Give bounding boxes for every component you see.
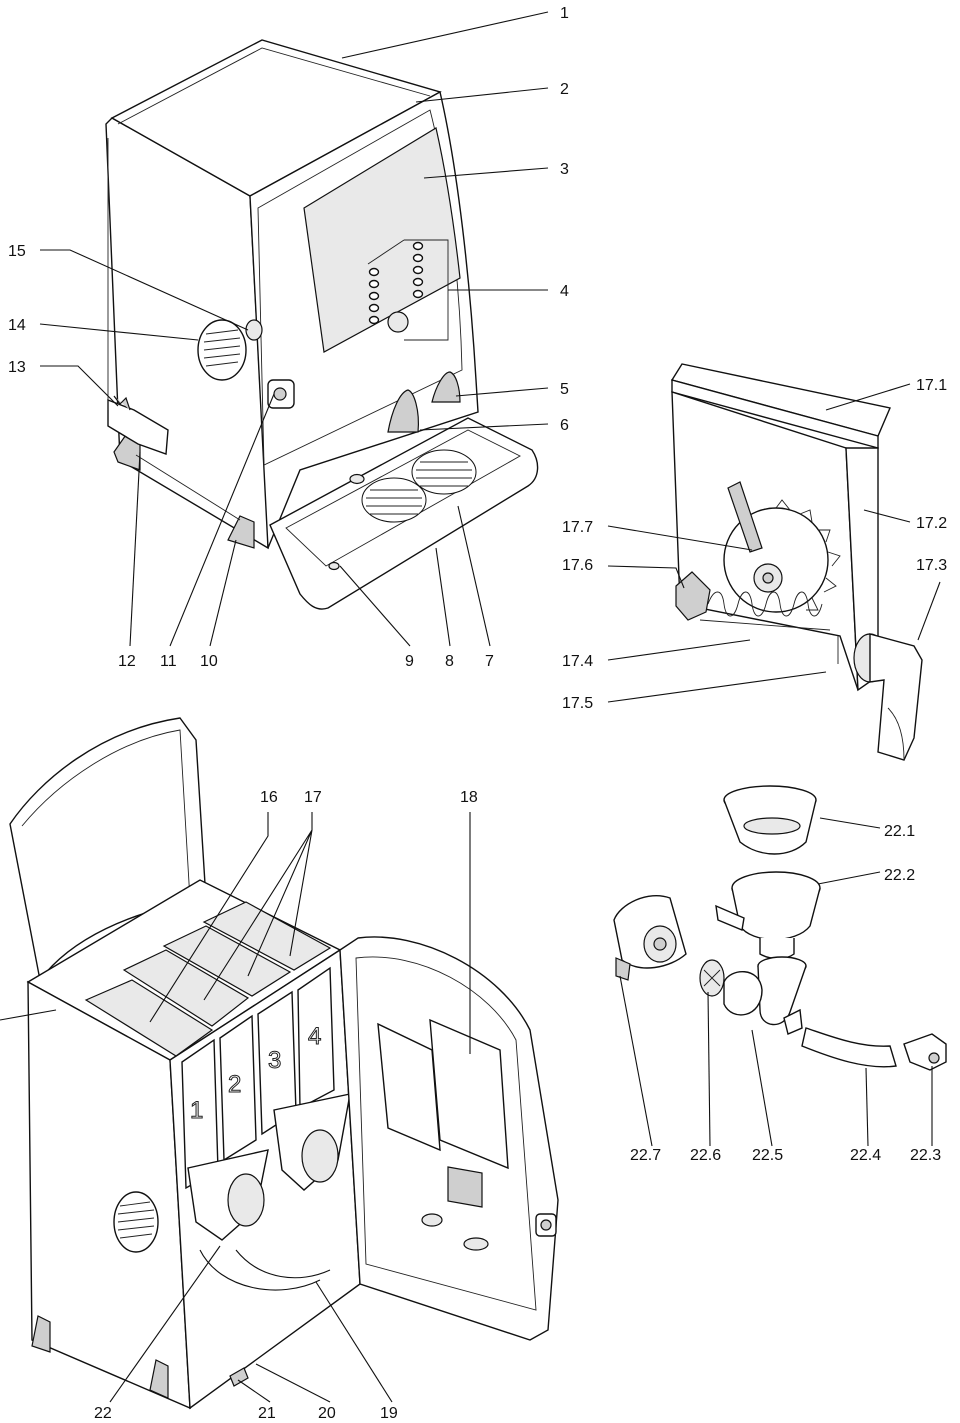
callout-3: 3 [560, 161, 569, 178]
callout-leaders [0, 11, 941, 1403]
callout-22-4: 22.4 [850, 1147, 881, 1164]
machine-closed-view [105, 39, 539, 610]
callout-17-6: 17.6 [562, 557, 593, 574]
callout-16: 16 [260, 789, 278, 806]
canister-number-1: 1 [190, 1097, 203, 1124]
callout-17-7: 17.7 [562, 519, 593, 536]
drive-coupling [675, 571, 711, 621]
motor-flange [613, 895, 687, 981]
callout-14: 14 [8, 317, 26, 334]
callout-13: 13 [8, 359, 26, 376]
callout-18: 18 [460, 789, 478, 806]
callout-8: 8 [445, 653, 454, 670]
nozzle-left [387, 389, 419, 433]
canister-number-2: 2 [228, 1071, 241, 1098]
cup-grid-rear [411, 449, 477, 495]
machine-open-view [9, 717, 559, 1410]
dosing-spiral [699, 591, 831, 631]
callout-22-3: 22.3 [910, 1147, 941, 1164]
callout-19: 19 [380, 1405, 398, 1422]
callout-1: 1 [560, 5, 569, 22]
callout-2: 2 [560, 81, 569, 98]
callout-5: 5 [560, 381, 569, 398]
callout-11: 11 [160, 653, 177, 670]
door-lock [267, 379, 295, 409]
canister-top-3 [162, 925, 292, 997]
callout-labels: 1 2 3 4 5 6 15 14 13 12 11 10 9 8 7 17.1… [8, 5, 947, 1422]
foot-right [227, 515, 255, 549]
canister-top-1 [84, 979, 214, 1057]
canister-top-2 [122, 949, 250, 1027]
impeller [699, 959, 725, 997]
callout-22-5: 22.5 [752, 1147, 783, 1164]
callout-7: 7 [485, 653, 494, 670]
callout-17: 17 [304, 789, 322, 806]
open-door-lock [535, 1213, 557, 1237]
callout-22: 22 [94, 1405, 112, 1422]
callout-22-6: 22.6 [690, 1147, 721, 1164]
callout-6: 6 [560, 417, 569, 434]
callout-17-5: 17.5 [562, 695, 593, 712]
canister-outlet [853, 633, 923, 761]
mixer-bowl [715, 871, 821, 960]
canister-numbers: 1 2 3 4 [190, 1023, 322, 1125]
cup-grid-front [361, 477, 427, 523]
callout-17-1: 17.1 [916, 377, 947, 394]
mixer-chamber [723, 956, 807, 1035]
tray-sensor [328, 561, 340, 571]
callout-12: 12 [118, 653, 136, 670]
mixer-funnel-top [723, 785, 817, 855]
side-knob [245, 319, 263, 341]
callout-10: 10 [200, 653, 218, 670]
open-side-vent [113, 1191, 159, 1253]
outlet-nozzle [903, 1033, 947, 1071]
side-vent-grill [197, 319, 247, 381]
callout-21: 21 [258, 1405, 276, 1422]
door-switch [229, 1367, 249, 1387]
callout-4: 4 [560, 283, 569, 300]
callout-15: 15 [8, 243, 26, 260]
selection-buttons [367, 239, 449, 341]
callout-22-1: 22.1 [884, 823, 915, 840]
agitator-gear [723, 481, 841, 613]
callout-22-7: 22.7 [630, 1147, 661, 1164]
control-board [377, 1018, 509, 1208]
open-lid [9, 717, 207, 982]
callout-20: 20 [318, 1405, 336, 1422]
mixer-detail-view [613, 785, 947, 1071]
mixing-bowls [187, 1093, 351, 1241]
callout-17-4: 17.4 [562, 653, 593, 670]
callout-9: 9 [405, 653, 414, 670]
hinge-clip [107, 395, 169, 455]
canister-number-3: 3 [268, 1047, 281, 1074]
canister-number-4: 4 [308, 1023, 321, 1050]
callout-17-3: 17.3 [916, 557, 947, 574]
canister-detail-view [670, 363, 923, 761]
outlet-hose [801, 1027, 897, 1068]
nozzle-right [431, 371, 461, 403]
callout-17-2: 17.2 [916, 515, 947, 532]
callout-22-2: 22.2 [884, 867, 915, 884]
canister-top-4 [202, 901, 332, 971]
